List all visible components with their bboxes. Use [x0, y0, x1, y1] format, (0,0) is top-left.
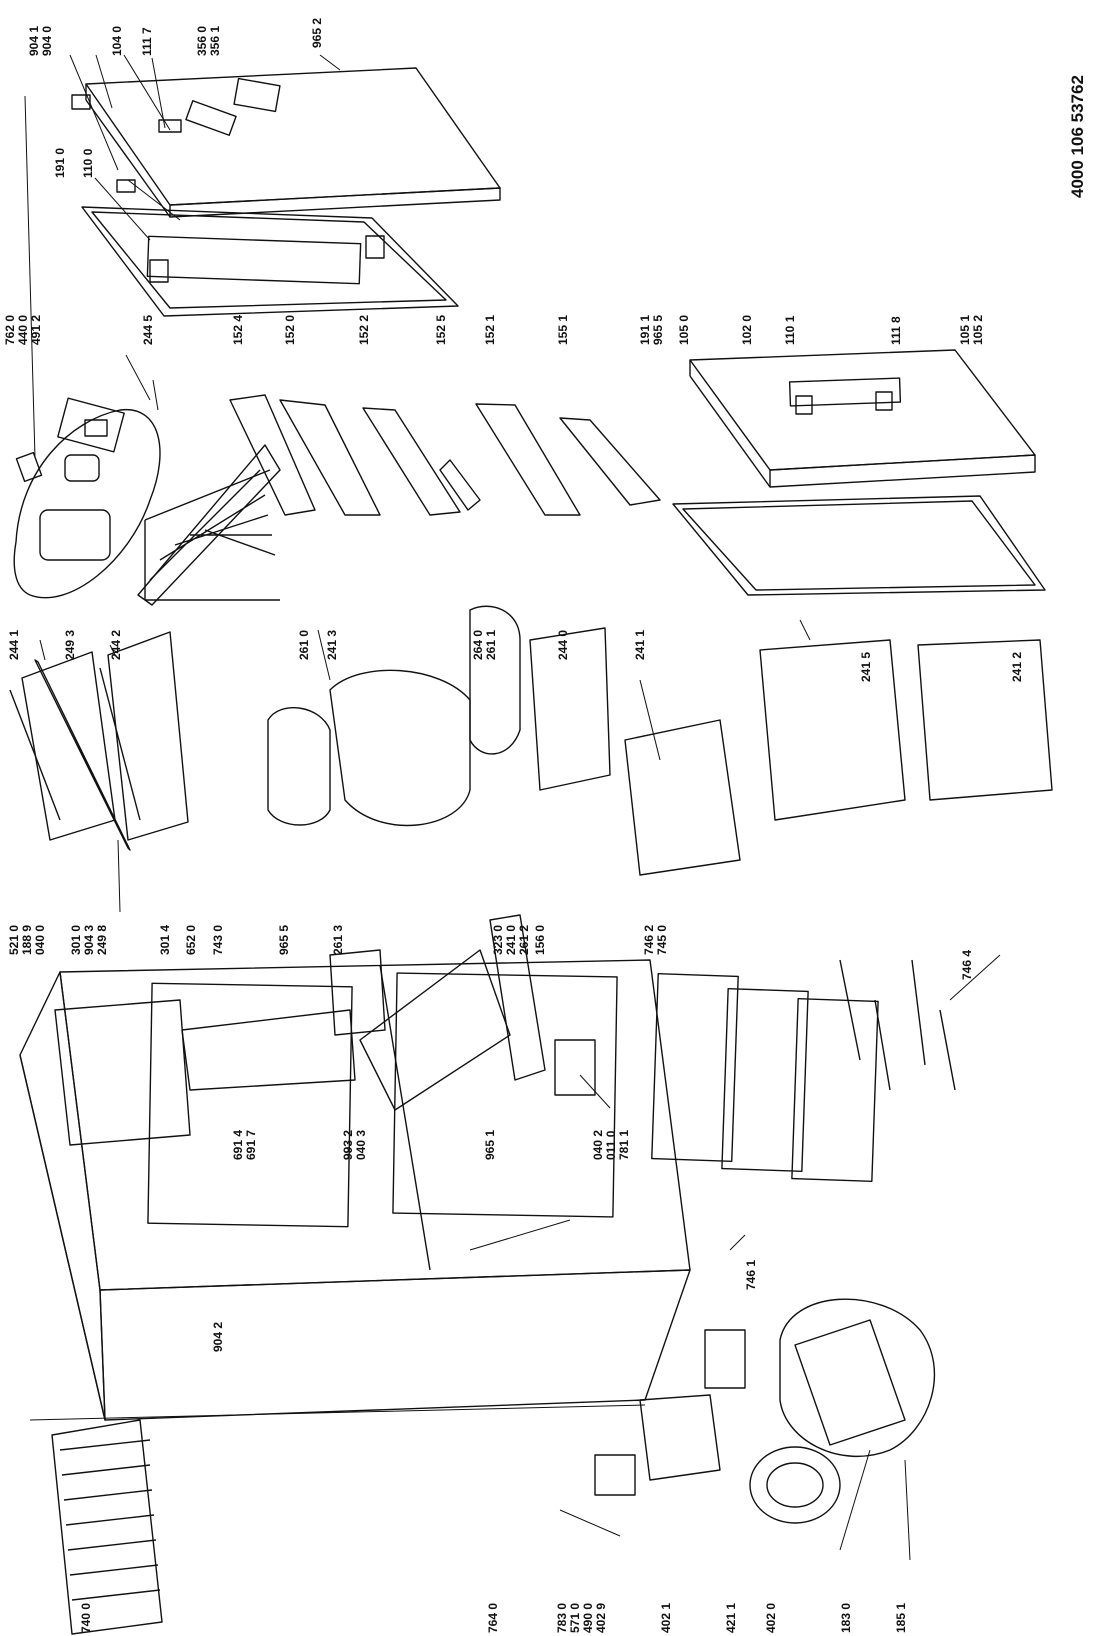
cabinet-drawing — [19, 959, 691, 1421]
part-label: 264 0 — [471, 629, 485, 660]
part-label: 402 1 — [659, 1602, 673, 1633]
part-label: 111 7 — [140, 27, 154, 56]
part-label: 965 5 — [277, 924, 291, 955]
part-label: 356 1 — [208, 25, 222, 56]
compressor-drawing — [594, 1298, 936, 1524]
upper-wire-shelf-drawing — [137, 444, 281, 606]
part-label: 740 0 — [79, 1602, 93, 1633]
part-label: 490 0 — [581, 1602, 595, 1633]
part-label: 691 7 — [244, 1129, 258, 1160]
fridge-door-drawing — [689, 349, 1036, 488]
part-label: 105 1 — [958, 314, 972, 345]
part-label: 102 0 — [740, 314, 754, 345]
part-label: 356 0 — [195, 25, 209, 56]
part-label: 904 1 — [27, 25, 41, 56]
part-label: 261 2 — [517, 924, 531, 955]
part-label: 241 1 — [633, 629, 647, 660]
part-label: 746 2 — [642, 924, 656, 955]
part-label: 746 4 — [960, 949, 974, 980]
part-label: 323 0 — [491, 924, 505, 955]
part-label: 993 2 — [341, 1129, 355, 1160]
part-label: 152 5 — [434, 314, 448, 345]
part-label: 402 9 — [594, 1602, 608, 1633]
freezer-door-gasket-drawing — [81, 206, 459, 317]
part-label: 241 2 — [1010, 651, 1024, 682]
door-shelves-drawing — [229, 394, 661, 516]
part-label: 011 0 — [604, 1130, 618, 1160]
back-condenser-coil-drawing — [51, 1419, 163, 1635]
part-label: 745 0 — [655, 924, 669, 955]
part-label: 261 3 — [331, 924, 345, 955]
part-label: 155 1 — [556, 314, 570, 345]
part-label: 746 1 — [744, 1259, 758, 1290]
part-label: 402 0 — [764, 1602, 778, 1633]
part-label: 743 0 — [211, 924, 225, 955]
part-label: 965 5 — [651, 314, 665, 345]
part-label: 764 0 — [486, 1602, 500, 1633]
glass-shelves-drawing — [9, 631, 189, 851]
crisper-drawers-drawing — [267, 605, 1053, 876]
part-label: 249 3 — [63, 629, 77, 660]
part-label: 104 0 — [110, 25, 124, 56]
part-label: 188 9 — [20, 924, 34, 955]
part-label: 244 0 — [556, 629, 570, 660]
part-label: 244 2 — [109, 629, 123, 660]
part-label: 191 1 — [638, 314, 652, 345]
freezer-door-drawing — [71, 67, 501, 218]
part-label: 571 0 — [568, 1602, 582, 1633]
part-label: 965 1 — [483, 1129, 497, 1160]
part-label: 244 5 — [141, 314, 155, 345]
part-label: 904 3 — [82, 924, 96, 955]
part-label: 904 0 — [40, 25, 54, 56]
part-label: 261 1 — [484, 629, 498, 660]
part-label: 301 4 — [158, 924, 172, 955]
part-label: 241 3 — [325, 629, 339, 660]
fridge-door-gasket-drawing — [672, 495, 1046, 596]
part-label: 691 4 — [231, 1129, 245, 1160]
part-label: 185 1 — [894, 1602, 908, 1633]
part-label: 781 1 — [617, 1129, 631, 1160]
part-label: 965 2 — [310, 17, 324, 48]
condenser-grids-drawing — [651, 959, 956, 1183]
part-label: 241 0 — [504, 924, 518, 955]
part-label: 191 0 — [53, 147, 67, 178]
part-label: 762 0 — [3, 314, 17, 345]
part-label: 152 4 — [231, 314, 245, 345]
part-label: 152 1 — [483, 314, 497, 345]
ice-maker-assembly-drawing — [13, 397, 161, 599]
part-label: 783 0 — [555, 1602, 569, 1633]
part-label: 152 2 — [357, 314, 371, 345]
part-label: 521 0 — [7, 924, 21, 955]
part-label: 040 3 — [354, 1129, 368, 1160]
part-label: 904 2 — [211, 1321, 225, 1352]
part-label: 244 1 — [7, 629, 21, 660]
part-label: 301 0 — [69, 924, 83, 955]
part-label: 040 2 — [591, 1129, 605, 1160]
part-label: 152 0 — [283, 314, 297, 345]
part-label: 421 1 — [724, 1602, 738, 1633]
part-label: 156 0 — [533, 924, 547, 955]
part-label: 491 2 — [29, 314, 43, 345]
part-label: 183 0 — [839, 1602, 853, 1633]
air-channel-drawing — [54, 914, 596, 1146]
part-label: 652 0 — [184, 924, 198, 955]
drawing-reference-number: 4000 106 53762 — [1068, 75, 1087, 198]
part-label: 105 2 — [971, 314, 985, 345]
part-label: 249 8 — [95, 924, 109, 955]
part-label: 261 0 — [297, 629, 311, 660]
part-label: 111 8 — [889, 316, 903, 345]
part-label: 105 0 — [677, 314, 691, 345]
part-label: 241 5 — [859, 651, 873, 682]
part-label: 110 0 — [81, 148, 95, 178]
part-label: 110 1 — [783, 315, 797, 345]
leader-lines — [24, 54, 1001, 1561]
part-label: 040 0 — [33, 924, 47, 955]
part-label: 440 0 — [16, 314, 30, 345]
